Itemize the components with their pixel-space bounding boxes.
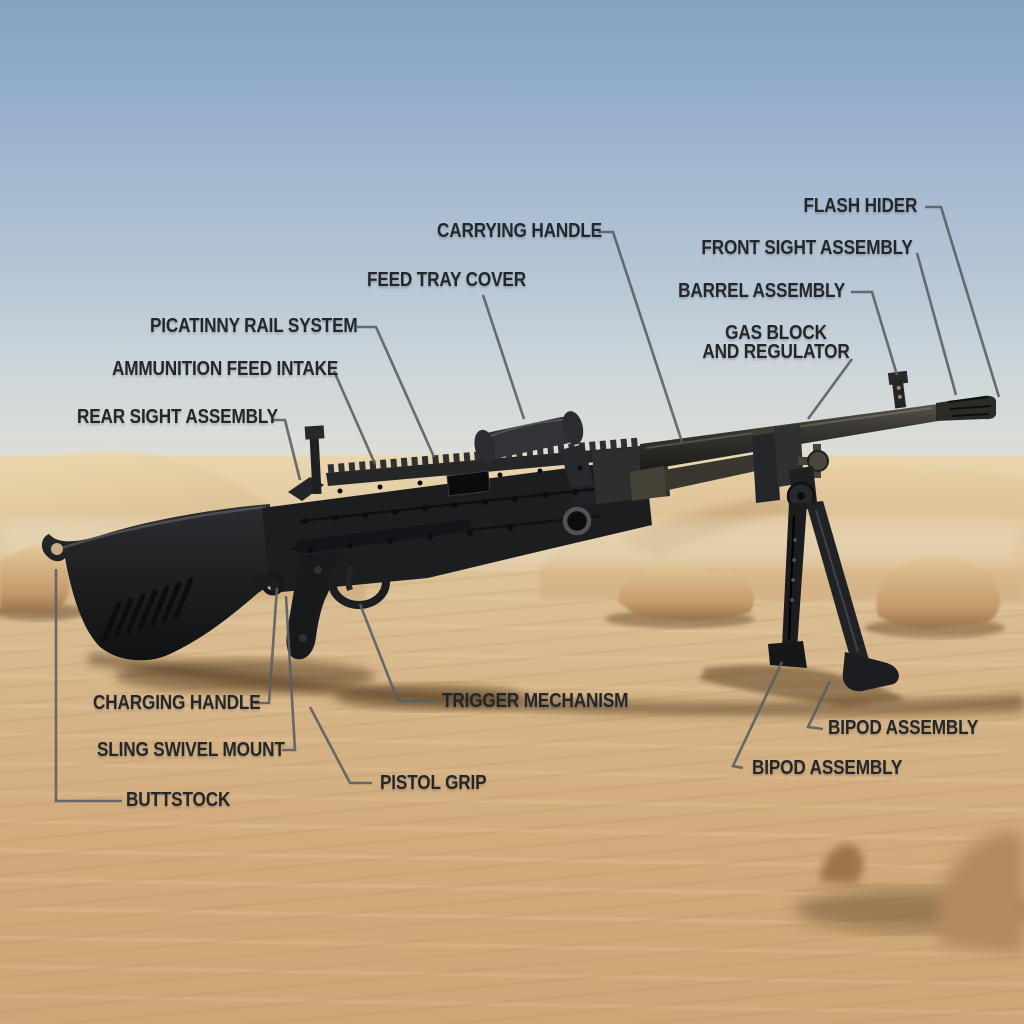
foreground-rock-small	[820, 844, 864, 884]
rocks	[0, 546, 1024, 955]
front-sight-shape	[887, 370, 909, 409]
part-label-flash-hider: FLASH HIDER	[803, 194, 917, 217]
part-label-ammunition-feed-intake: AMMUNITION FEED INTAKE	[112, 357, 339, 380]
leader-line-feed-tray-cover	[481, 294, 526, 420]
trigger-shape	[345, 564, 355, 591]
bipod-shape	[768, 466, 899, 692]
part-label-sling-swivel-mount: SLING SWIVEL MOUNT	[97, 738, 285, 761]
bipod-foot-rear	[768, 641, 807, 668]
part-label-buttstock: BUTTSTOCK	[126, 788, 231, 811]
part-label-trigger-mechanism: TRIGGER MECHANISM	[442, 689, 629, 712]
bipod-leg-rear	[782, 503, 807, 649]
ejection-port	[446, 470, 491, 497]
stock-top-highlight	[61, 505, 267, 550]
leader-line-bipod-assembly-rear	[731, 661, 784, 770]
carrying-handle-shape	[474, 411, 605, 506]
part-label-pistol-grip: PISTOL GRIP	[380, 771, 487, 794]
part-label-charging-handle: CHARGING HANDLE	[93, 691, 261, 714]
grip-screw-bottom	[299, 634, 307, 642]
gas-block-column	[752, 432, 780, 503]
leader-line-gas-block-and-regulator	[806, 358, 854, 420]
trunnion-ring	[562, 506, 592, 536]
part-label-picatinny-rail-system: PICATINNY RAIL SYSTEM	[150, 314, 358, 337]
pistol-grip-shape	[286, 552, 338, 660]
leader-line-buttstock	[54, 569, 122, 803]
leader-line-front-sight-assembly	[915, 252, 958, 396]
buttstock-shape	[41, 504, 273, 661]
leader-line-trigger-mechanism	[358, 603, 437, 703]
leader-line-picatinny-rail-system	[357, 325, 436, 458]
gas-regulator-knob	[798, 444, 829, 478]
gas-tube-collar	[630, 466, 666, 501]
right-rock	[876, 556, 1001, 629]
center-rocks	[618, 564, 755, 621]
grip-screw-top	[314, 566, 322, 574]
part-label-barrel-assembly: BARREL ASSEMBLY	[678, 279, 845, 302]
leader-line-pistol-grip	[308, 706, 372, 785]
leader-line-flash-hider	[925, 205, 1001, 398]
left-rock	[0, 546, 70, 613]
leader-line-ammunition-feed-intake	[332, 370, 377, 465]
part-label-front-sight-assembly: FRONT SIGHT ASSEMBLY	[701, 236, 913, 259]
leader-line-bipod-assembly-front	[806, 680, 832, 731]
leader-line-rear-sight-assembly	[272, 418, 302, 481]
buttstock-sling-hole	[51, 543, 63, 555]
buttstock-vents	[101, 577, 194, 643]
foreground-rock-large	[938, 831, 1024, 955]
leader-line-charging-handle	[254, 587, 279, 705]
gun-shadow	[88, 652, 1024, 717]
flash-hider-shape	[936, 395, 997, 421]
receiver-rivets	[302, 461, 623, 553]
gas-tube	[634, 452, 770, 497]
side-rail-strip	[296, 519, 472, 554]
bipod-foot-front	[842, 652, 899, 692]
leader-line-barrel-assembly	[851, 290, 899, 376]
part-label-rear-sight-assembly: REAR SIGHT ASSEMBLY	[77, 405, 278, 428]
leader-line-carrying-handle	[598, 230, 684, 443]
charging-handle-shape	[252, 573, 272, 589]
part-label-gas-block-and-regulator: GAS BLOCK AND REGULATOR	[702, 322, 850, 363]
rear-sight	[304, 425, 325, 495]
part-label-bipod-assembly-rear: BIPOD ASSEMBLY	[752, 756, 903, 779]
machine-gun-illustration	[41, 370, 997, 692]
part-label-bipod-assembly-front: BIPOD ASSEMBLY	[828, 716, 979, 739]
part-label-feed-tray-cover: FEED TRAY COVER	[367, 268, 526, 291]
part-label-carrying-handle: CARRYING HANDLE	[437, 219, 602, 242]
leader-line-sling-swivel-mount	[282, 595, 297, 752]
bipod-leg-front	[806, 501, 869, 664]
